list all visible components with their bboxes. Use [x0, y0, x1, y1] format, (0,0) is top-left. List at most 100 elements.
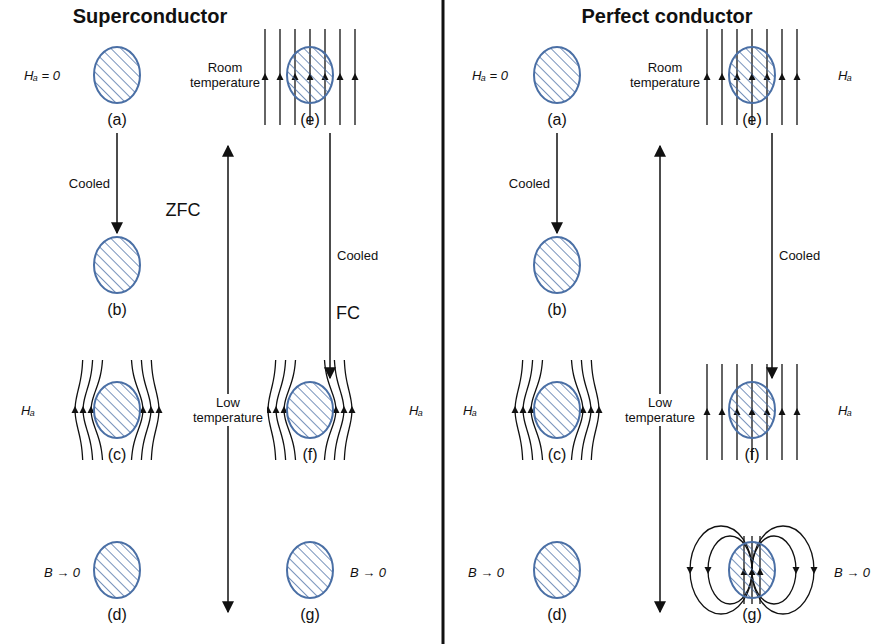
sample-ellipse: (b) [87, 235, 147, 319]
sample-shape [722, 45, 782, 105]
sample-ellipse: (a) [527, 45, 587, 129]
annotation-label: Low temperature [189, 394, 267, 426]
expelled-field [72, 360, 163, 460]
panel-caption: (e) [722, 111, 782, 129]
expelled-field [512, 360, 603, 460]
hatched-ellipse [534, 47, 580, 103]
panel-caption: (a) [87, 111, 147, 129]
hatched-ellipse [729, 382, 775, 438]
annotation-label: Hₐ = 0 [24, 68, 60, 83]
field-arrowhead [794, 408, 801, 415]
hatched-ellipse [729, 542, 775, 598]
field-arrowhead [779, 408, 786, 415]
arrow-label: Cooled [69, 176, 110, 191]
sample-ellipse: (e) [722, 45, 782, 129]
divider-line [442, 0, 445, 644]
process-arrow [556, 133, 558, 233]
field-arrowhead [704, 73, 711, 80]
hatched-ellipse [94, 542, 140, 598]
expelled-field [265, 360, 356, 460]
field-arrowhead [719, 73, 726, 80]
hatched-ellipse [94, 47, 140, 103]
trapped-field [687, 526, 818, 614]
annotation-label: B → 0 [44, 565, 80, 580]
field-arrowhead [337, 73, 344, 80]
double-arrow [659, 146, 661, 612]
sample-shape [527, 540, 587, 600]
hatched-ellipse [534, 237, 580, 293]
sample-ellipse: (e) [280, 45, 340, 129]
arrow-label: Cooled [337, 248, 378, 263]
sample-shape [527, 45, 587, 105]
annotation-label: FC [336, 303, 360, 323]
hatched-ellipse [94, 382, 140, 438]
field-arrowhead [794, 73, 801, 80]
field-arrowhead [512, 406, 519, 413]
process-arrow [116, 133, 118, 233]
panel-caption: (b) [87, 301, 147, 319]
annotation-label: B → 0 [468, 565, 504, 580]
penetrating-field [262, 29, 359, 125]
sample-shape [722, 540, 782, 600]
sample-ellipse: (b) [527, 235, 587, 319]
field-arrowhead [352, 73, 359, 80]
panel-caption: (f) [280, 446, 340, 464]
sample-shape [527, 235, 587, 295]
panel-caption: (a) [527, 111, 587, 129]
field-arrowhead [277, 73, 284, 80]
field-arrowhead [596, 406, 603, 413]
sample-ellipse: (d) [87, 540, 147, 624]
arrow-label: Cooled [779, 248, 820, 263]
field-arrowhead [262, 73, 269, 80]
hatched-ellipse [534, 542, 580, 598]
panel-caption: (d) [527, 606, 587, 624]
penetrating-field [704, 29, 801, 125]
sample-shape [87, 45, 147, 105]
penetrating-field [704, 364, 801, 460]
process-arrow [329, 133, 331, 378]
sample-shape [722, 380, 782, 440]
sample-ellipse: (g) [722, 540, 782, 624]
sample-shape [527, 380, 587, 440]
annotation-label: Hₐ = 0 [472, 68, 508, 83]
annotation-label: Room temperature [188, 60, 262, 90]
panel-caption: (c) [527, 446, 587, 464]
sample-ellipse: (c) [527, 380, 587, 464]
field-arrowhead [273, 406, 280, 413]
panel-caption: (d) [87, 606, 147, 624]
annotation-label: Room temperature [628, 60, 702, 90]
field-arrowhead [72, 406, 79, 413]
sample-shape [87, 380, 147, 440]
annotation-label: Hₐ [463, 403, 477, 418]
hatched-ellipse [287, 542, 333, 598]
hatched-ellipse [534, 382, 580, 438]
panel-caption: (b) [527, 301, 587, 319]
field-arrowhead [704, 408, 711, 415]
field-arrowhead [793, 567, 800, 574]
panel-caption: (f) [722, 446, 782, 464]
field-arrowhead [779, 73, 786, 80]
sample-ellipse: (c) [87, 380, 147, 464]
field-arrowhead [588, 406, 595, 413]
sample-ellipse: (d) [527, 540, 587, 624]
hatched-ellipse [729, 47, 775, 103]
sample-ellipse: (a) [87, 45, 147, 129]
annotation-label: B → 0 [834, 565, 870, 580]
sample-ellipse: (g) [280, 540, 340, 624]
panel-caption: (e) [280, 111, 340, 129]
sample-shape [280, 540, 340, 600]
annotation-label: Hₐ [409, 403, 423, 418]
annotation-label: ZFC [166, 200, 201, 220]
field-arrowhead [148, 406, 155, 413]
field-arrowhead [687, 567, 694, 574]
hatched-ellipse [287, 382, 333, 438]
panel-title: Superconductor [73, 5, 227, 28]
hatched-ellipse [287, 47, 333, 103]
field-arrowhead [811, 567, 818, 574]
sample-shape [280, 380, 340, 440]
field-arrowhead [520, 406, 527, 413]
panel-title: Perfect conductor [581, 5, 752, 28]
field-arrowhead [705, 567, 712, 574]
hatched-ellipse [94, 237, 140, 293]
field-arrowhead [341, 406, 348, 413]
